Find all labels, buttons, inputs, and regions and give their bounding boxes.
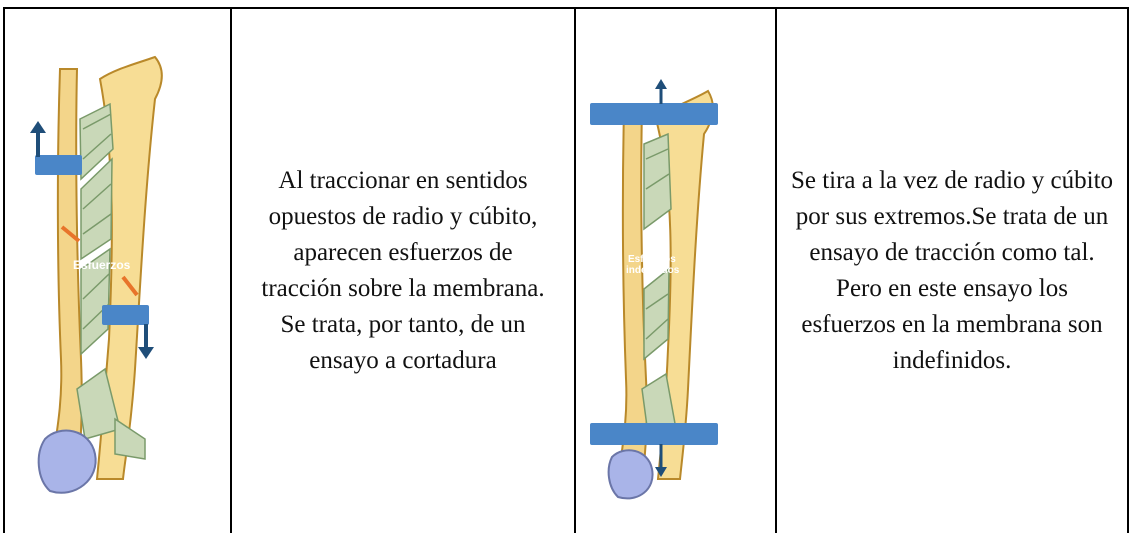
upper-grip	[35, 155, 82, 175]
table-divider-3	[775, 7, 777, 533]
image-label-stress: Esfuerzos	[73, 258, 131, 272]
wrist-cartilage	[37, 429, 97, 494]
table-border-right	[1127, 7, 1129, 533]
cell-traction-test-image: Esfuerzos indefinidos	[576, 9, 775, 533]
arrow-up-icon	[655, 79, 667, 104]
traction-test-description: Se tira a la vez de radio y cúbito por s…	[790, 167, 1114, 374]
radius-bone	[48, 68, 83, 486]
stress-arrow-icon	[60, 225, 81, 243]
forearm-shear-illustration: Esfuerzos	[30, 55, 163, 494]
lower-grip	[590, 423, 718, 445]
forearm-traction-illustration: Esfuerzos indefinidos	[590, 79, 718, 500]
cell-traction-test-description: Se tira a la vez de radio y cúbito por s…	[777, 9, 1127, 533]
image-label-line2: indefinidos	[626, 265, 680, 276]
interosseous-membrane	[641, 132, 677, 435]
image-label-line1: Esfuerzos	[628, 254, 676, 265]
arrow-down-icon	[138, 324, 154, 359]
table-top-border	[3, 7, 1129, 9]
ulna-bone	[95, 55, 163, 480]
arrow-up-icon	[30, 121, 46, 157]
cell-shear-test-description: Al traccionar en sentidos opuestos de ra…	[232, 9, 574, 533]
table-divider-1	[230, 7, 232, 533]
upper-grip	[590, 103, 718, 125]
arrow-down-icon	[655, 444, 667, 477]
table-border-left	[3, 7, 5, 533]
shear-test-description: Al traccionar en sentidos opuestos de ra…	[261, 167, 545, 374]
wrist-cartilage	[607, 449, 654, 500]
stress-arrow-icon	[121, 275, 139, 297]
cell-shear-test-image: Esfuerzos	[5, 9, 230, 533]
lower-grip	[102, 305, 149, 325]
table-divider-2	[574, 7, 576, 533]
